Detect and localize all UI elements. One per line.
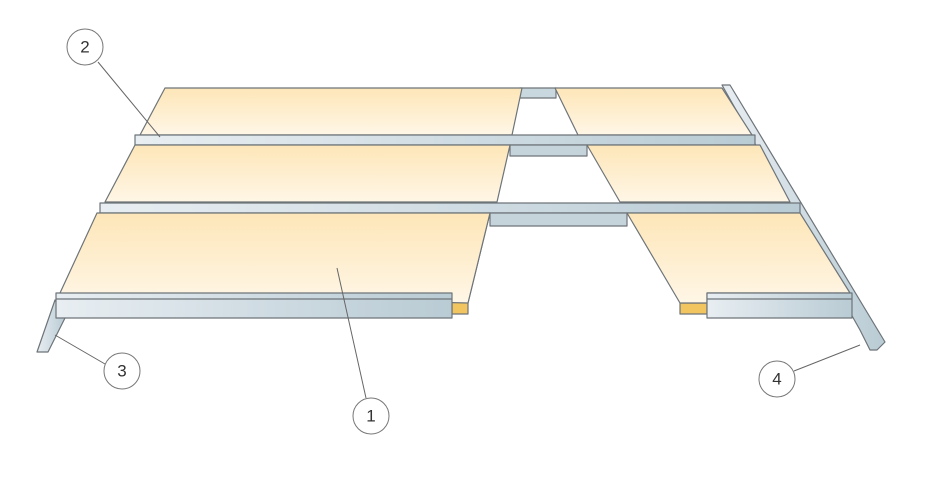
front-profile-left: [55, 292, 453, 319]
leader-line-3: [54, 334, 106, 365]
leader-line-2: [97, 61, 161, 138]
panel-middle-left: [104, 144, 511, 203]
panel-top-left: [139, 87, 523, 136]
svg-text:2: 2: [80, 38, 89, 57]
svg-text:1: 1: [366, 407, 375, 426]
cross-rail-2: [99, 202, 801, 214]
svg-text:3: 3: [117, 362, 126, 381]
panel-bottom-right: [626, 212, 851, 304]
panel-bottom-right-edge: [679, 302, 708, 315]
leader-line-4: [793, 344, 861, 372]
callout-4: 4: [758, 360, 796, 398]
svg-text:4: 4: [772, 370, 781, 389]
cross-rail-1: [134, 134, 756, 146]
callout-2: 2: [66, 28, 104, 66]
back-rail-segment: [519, 87, 557, 99]
callout-3: 3: [103, 352, 141, 390]
cross-rail-2-mid: [489, 212, 628, 227]
front-profile-right: [706, 292, 853, 319]
panel-bottom-left: [59, 212, 491, 304]
cross-rail-1-mid: [509, 144, 588, 157]
leader-line-1: [336, 267, 367, 399]
callout-1: 1: [352, 397, 390, 435]
panel-top-right: [554, 87, 753, 136]
panel-middle-right: [586, 144, 791, 203]
